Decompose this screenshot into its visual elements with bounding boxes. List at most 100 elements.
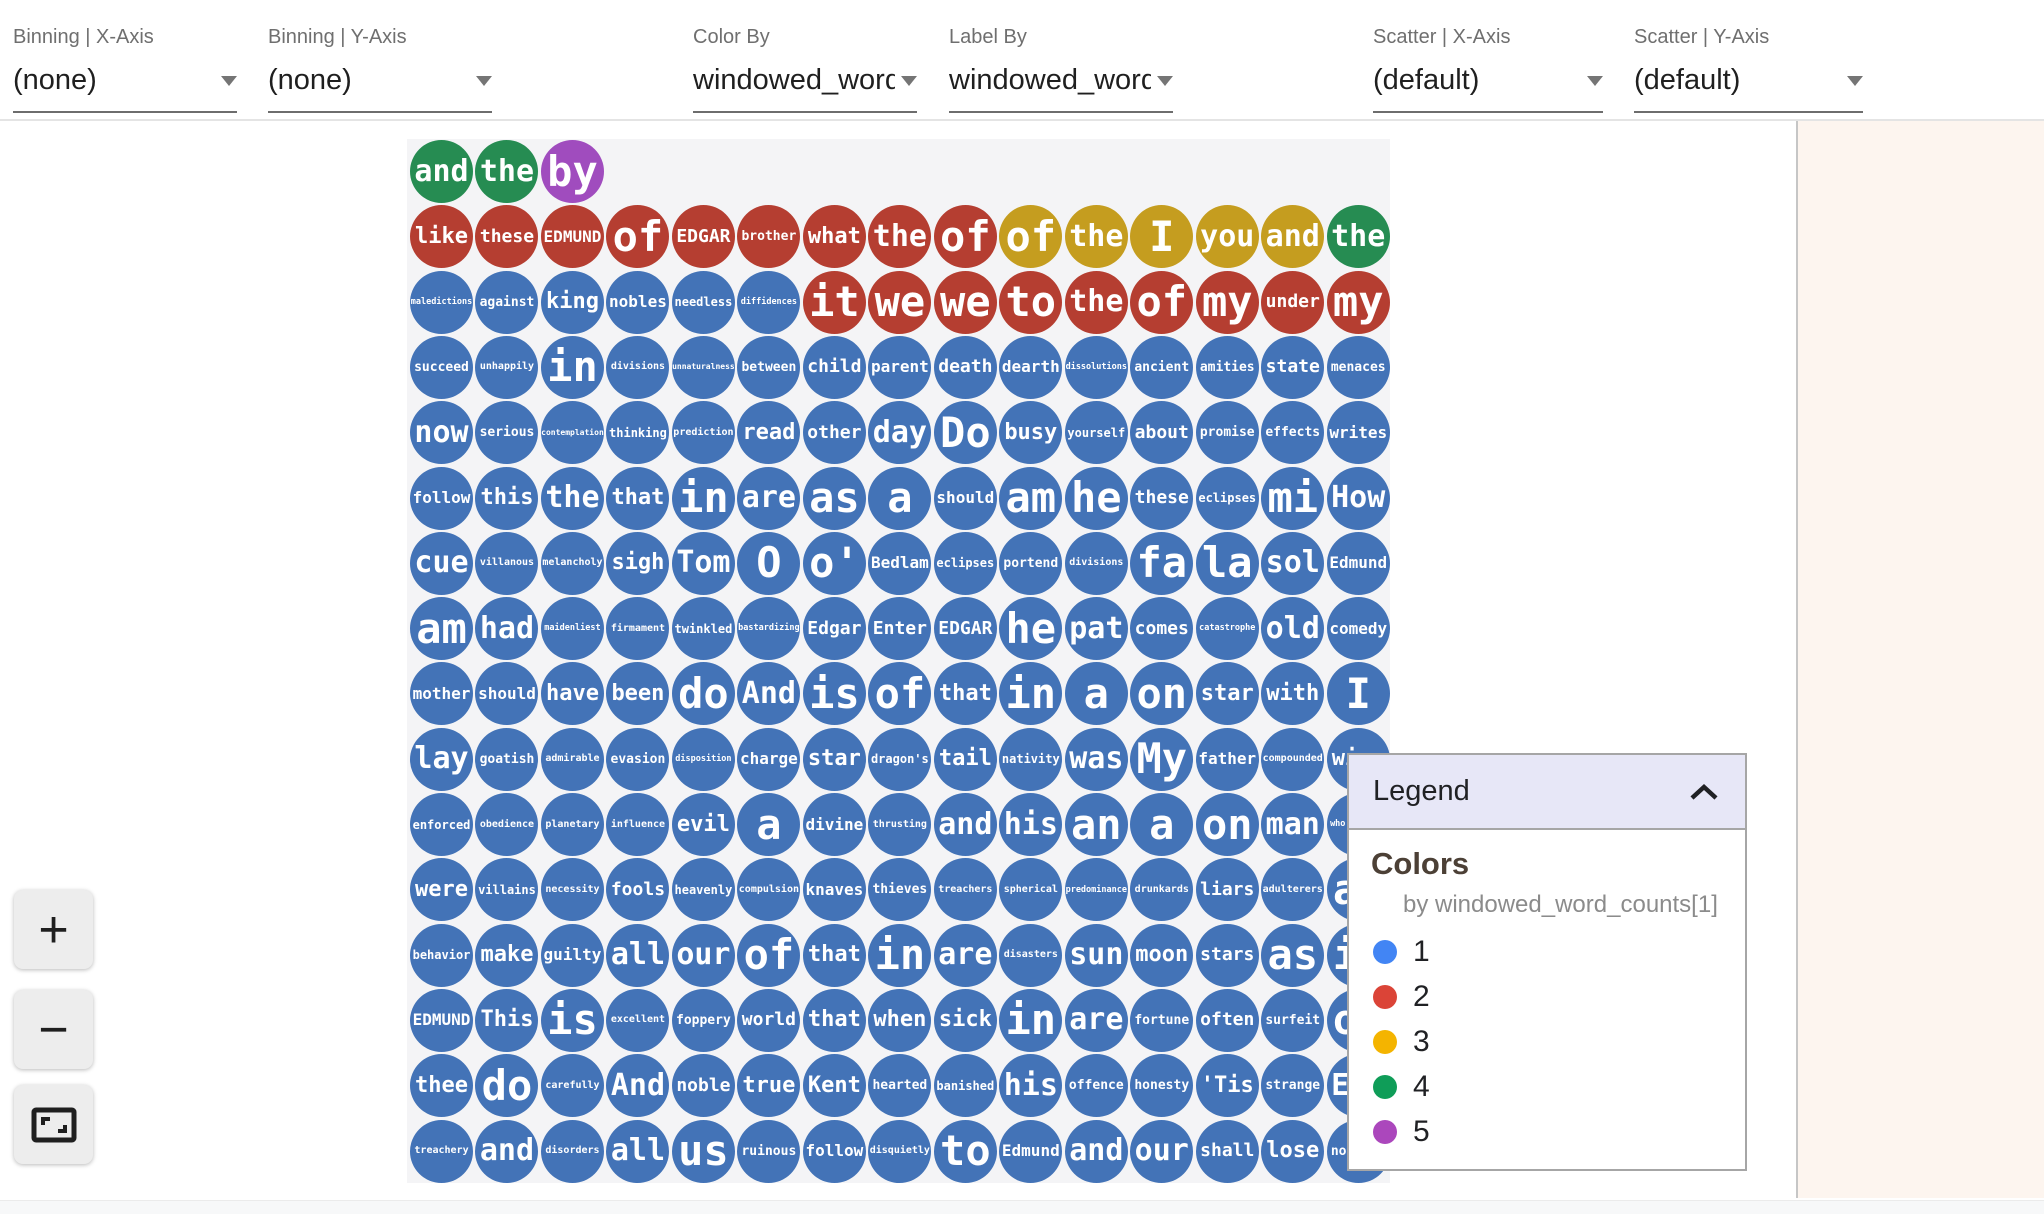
- word-bubble[interactable]: I: [1130, 205, 1194, 269]
- word-bubble[interactable]: was: [1064, 727, 1128, 791]
- word-bubble[interactable]: My: [1130, 727, 1194, 791]
- word-bubble[interactable]: hearted: [868, 1054, 932, 1118]
- word-bubble[interactable]: divisions: [606, 335, 670, 399]
- word-bubble[interactable]: and: [475, 1119, 539, 1183]
- word-bubble[interactable]: a: [868, 466, 932, 530]
- word-bubble[interactable]: nobles: [606, 270, 670, 334]
- word-bubble[interactable]: drunkards: [1130, 858, 1194, 922]
- word-bubble[interactable]: obedience: [475, 793, 539, 856]
- word-bubble[interactable]: heavenly: [671, 858, 735, 922]
- word-bubble[interactable]: liars: [1195, 858, 1259, 922]
- word-bubble[interactable]: between: [737, 335, 801, 399]
- word-bubble[interactable]: death: [933, 335, 997, 399]
- word-bubble[interactable]: all: [606, 1119, 670, 1183]
- word-bubble[interactable]: on: [1195, 793, 1259, 856]
- word-bubble[interactable]: and: [1261, 205, 1325, 269]
- word-bubble[interactable]: dearth: [999, 335, 1063, 399]
- word-bubble[interactable]: strange: [1261, 1054, 1325, 1118]
- word-bubble[interactable]: under: [1261, 270, 1325, 334]
- word-bubble[interactable]: cue: [410, 531, 473, 595]
- word-bubble[interactable]: by: [540, 140, 604, 203]
- word-bubble[interactable]: of: [737, 923, 801, 987]
- word-bubble[interactable]: spherical: [999, 858, 1063, 922]
- word-bubble[interactable]: follow: [802, 1119, 866, 1183]
- word-bubble[interactable]: a: [737, 793, 801, 856]
- word-bubble[interactable]: enforced: [410, 793, 473, 856]
- zoom-in-button[interactable]: +: [14, 890, 93, 969]
- word-bubble[interactable]: And: [606, 1054, 670, 1118]
- word-bubble[interactable]: dragon's: [868, 727, 932, 791]
- word-bubble[interactable]: excellent: [606, 988, 670, 1052]
- word-bubble[interactable]: of: [933, 205, 997, 269]
- word-bubble[interactable]: am: [999, 466, 1063, 530]
- word-bubble[interactable]: predominance: [1064, 858, 1128, 922]
- word-bubble[interactable]: fa: [1130, 531, 1194, 595]
- word-bubble[interactable]: 'Tis: [1195, 1054, 1259, 1118]
- word-bubble[interactable]: child: [802, 335, 866, 399]
- word-bubble[interactable]: bastardizing: [737, 597, 801, 661]
- word-bubble[interactable]: busy: [999, 401, 1063, 465]
- word-bubble[interactable]: an: [1064, 793, 1128, 856]
- word-bubble[interactable]: catastrophe: [1195, 597, 1259, 661]
- word-bubble[interactable]: surfeit: [1261, 988, 1325, 1052]
- word-bubble[interactable]: my: [1195, 270, 1259, 334]
- word-bubble[interactable]: Enter: [868, 597, 932, 661]
- word-bubble[interactable]: admirable: [540, 727, 604, 791]
- word-bubble[interactable]: were: [410, 858, 473, 922]
- word-bubble[interactable]: sigh: [606, 531, 670, 595]
- word-bubble[interactable]: in: [868, 923, 932, 987]
- word-bubble[interactable]: make: [475, 923, 539, 987]
- word-bubble[interactable]: should: [475, 662, 539, 726]
- word-bubble[interactable]: we: [933, 270, 997, 334]
- word-bubble[interactable]: writes: [1326, 401, 1390, 465]
- word-bubble[interactable]: to: [999, 270, 1063, 334]
- word-bubble[interactable]: what: [802, 205, 866, 269]
- word-bubble[interactable]: ancient: [1130, 335, 1194, 399]
- word-bubble[interactable]: thieves: [868, 858, 932, 922]
- word-bubble[interactable]: tail: [933, 727, 997, 791]
- word-bubble[interactable]: unnaturalness: [671, 335, 735, 399]
- word-bubble[interactable]: of: [999, 205, 1063, 269]
- word-bubble[interactable]: Edgar: [802, 597, 866, 661]
- word-bubble[interactable]: maidenliest: [540, 597, 604, 661]
- word-bubble[interactable]: like: [410, 205, 473, 269]
- word-bubble[interactable]: often: [1195, 988, 1259, 1052]
- dropdown-scatter-x-axis[interactable]: Scatter | X-Axis (default): [1373, 26, 1603, 113]
- word-bubble[interactable]: disposition: [671, 727, 735, 791]
- word-bubble[interactable]: the: [540, 466, 604, 530]
- word-bubble[interactable]: are: [933, 923, 997, 987]
- word-bubble[interactable]: Kent: [802, 1054, 866, 1118]
- word-bubble[interactable]: all: [606, 923, 670, 987]
- word-bubble[interactable]: eclipses: [1195, 466, 1259, 530]
- word-bubble[interactable]: these: [475, 205, 539, 269]
- word-bubble[interactable]: charge: [737, 727, 801, 791]
- word-bubble[interactable]: of: [868, 662, 932, 726]
- word-bubble[interactable]: fortune: [1130, 988, 1194, 1052]
- word-bubble[interactable]: the: [1064, 205, 1128, 269]
- word-bubble[interactable]: la: [1195, 531, 1259, 595]
- word-bubble[interactable]: ruinous: [737, 1119, 801, 1183]
- word-bubble[interactable]: to: [933, 1119, 997, 1183]
- word-bubble[interactable]: serious: [475, 401, 539, 465]
- word-bubble[interactable]: knaves: [802, 858, 866, 922]
- word-bubble[interactable]: sol: [1261, 531, 1325, 595]
- word-bubble[interactable]: read: [737, 401, 801, 465]
- word-bubble[interactable]: in: [671, 466, 735, 530]
- word-bubble[interactable]: a: [1064, 662, 1128, 726]
- word-bubble[interactable]: of: [606, 205, 670, 269]
- word-bubble[interactable]: with: [1261, 662, 1325, 726]
- word-bubble[interactable]: Do: [933, 401, 997, 465]
- word-bubble[interactable]: it: [802, 270, 866, 334]
- word-bubble[interactable]: and: [410, 140, 473, 203]
- word-bubble[interactable]: EDMUND: [410, 988, 473, 1052]
- word-bubble[interactable]: other: [802, 401, 866, 465]
- word-bubble[interactable]: melancholy: [540, 531, 604, 595]
- dropdown-color-by[interactable]: Color By windowed_word_c: [693, 26, 917, 113]
- word-bubble[interactable]: are: [1064, 988, 1128, 1052]
- word-bubble[interactable]: my: [1326, 270, 1390, 334]
- word-bubble[interactable]: disasters: [999, 923, 1063, 987]
- word-bubble[interactable]: pat: [1064, 597, 1128, 661]
- word-bubble[interactable]: planetary: [540, 793, 604, 856]
- word-bubble[interactable]: goatish: [475, 727, 539, 791]
- fit-to-screen-button[interactable]: [14, 1085, 93, 1164]
